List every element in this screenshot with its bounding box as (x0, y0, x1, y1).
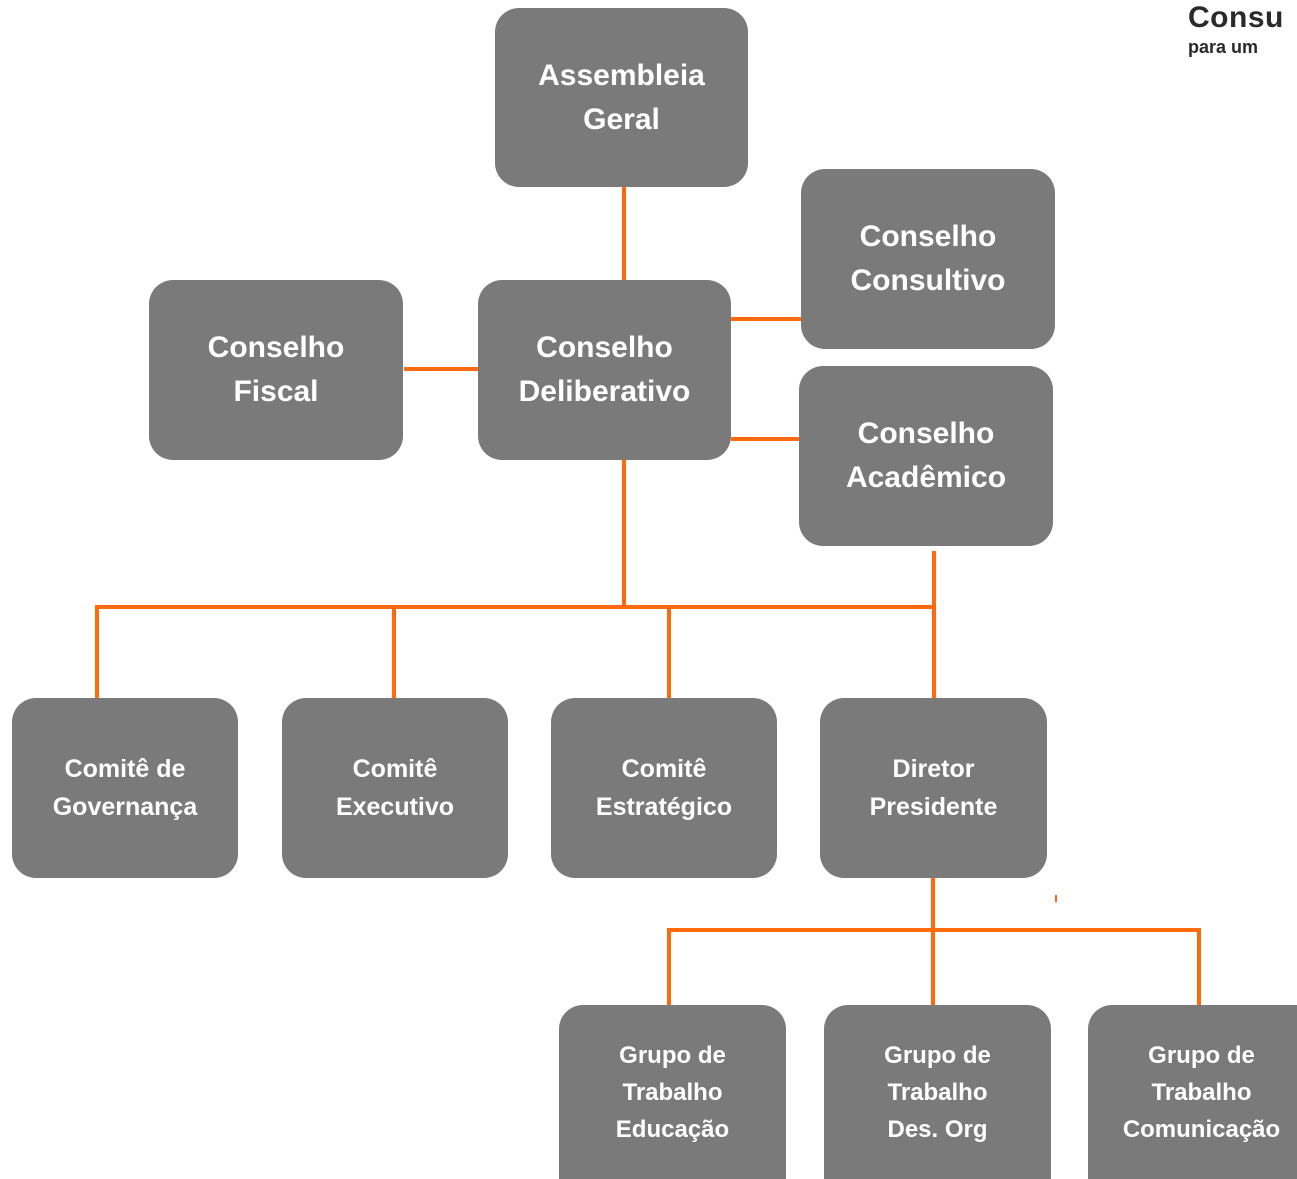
node-label-line: Fiscal (233, 375, 319, 408)
node-label-line: Trabalho (887, 1078, 988, 1106)
brand-line-1: Consu (1188, 1, 1284, 34)
node-gt-comunicacao: Grupo de Trabalho Comunicação (1088, 1005, 1297, 1179)
node-label-line: Comitê (621, 755, 707, 783)
node-conselho-deliberativo: Conselho Deliberativo (478, 280, 731, 460)
node-gt-des-org: Grupo de Trabalho Des. Org (824, 1005, 1051, 1179)
node-label-line: Deliberativo (518, 375, 691, 408)
node-conselho-consultivo: Conselho Consultivo (801, 169, 1055, 349)
node-conselho-academico: Conselho Acadêmico (799, 366, 1053, 546)
node-label-line: Grupo de (619, 1041, 726, 1069)
node-label-line: Estratégico (595, 793, 733, 821)
node-diretor-presidente: Diretor Presidente (820, 698, 1047, 878)
node-label-line: Grupo de (1148, 1041, 1255, 1069)
node-label-line: Acadêmico (845, 461, 1007, 494)
node-label-line: Trabalho (1151, 1078, 1252, 1106)
node-label-line: Presidente (869, 793, 998, 821)
node-label-line: Educação (615, 1115, 730, 1143)
node-label-line: Executivo (335, 793, 455, 821)
node-label-line: Conselho (857, 417, 995, 450)
node-label-line: Conselho (536, 331, 673, 364)
node-label-line: Des. Org (887, 1115, 988, 1143)
node-assembleia-geral: Assembleia Geral (495, 8, 748, 187)
node-label-line: Geral (583, 102, 660, 136)
node-label-line: Trabalho (622, 1078, 723, 1106)
node-label-line: Conselho (859, 220, 997, 253)
node-label-line: Consultivo (850, 264, 1006, 297)
brand-logo: Consu para um (1188, 0, 1297, 80)
node-comite-executivo: Comitê Executivo (282, 698, 508, 878)
node-conselho-fiscal: Conselho Fiscal (149, 280, 403, 460)
node-label-line: Governança (52, 793, 198, 821)
node-label-line: Assembleia (538, 58, 705, 92)
stray-mark (1055, 895, 1057, 902)
node-comite-governanca: Comitê de Governança (12, 698, 238, 878)
node-comite-estrategico: Comitê Estratégico (551, 698, 777, 878)
node-label-line: Grupo de (884, 1041, 991, 1069)
node-gt-educacao: Grupo de Trabalho Educação (559, 1005, 786, 1179)
brand-line-2: para um (1188, 37, 1259, 57)
node-label-line: Comitê de (64, 755, 186, 783)
node-label-line: Conselho (207, 331, 345, 364)
node-label-line: Comitê (352, 755, 438, 783)
node-label-line: Comunicação (1122, 1115, 1281, 1143)
node-label-line: Diretor (892, 755, 975, 783)
